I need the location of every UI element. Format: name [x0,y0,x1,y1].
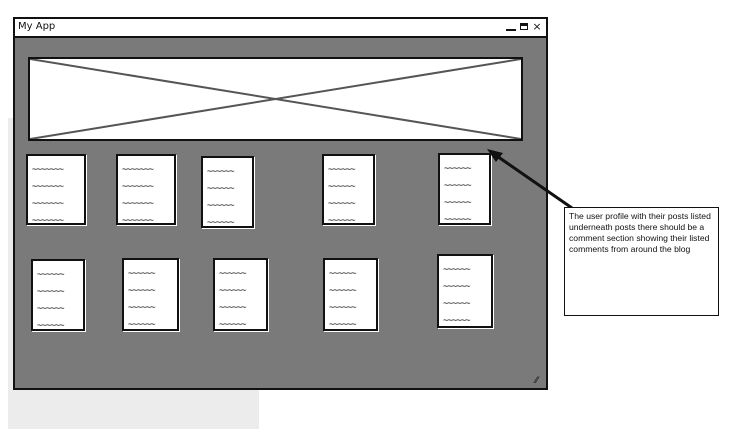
post-card[interactable]: ~~~~~~~ ~~~~~~~ ~~~~~~~ ~~~~~~~ [116,154,176,226]
text-line: ~~~~~~ [444,181,472,191]
text-line: ~~~~~~ [207,167,235,177]
post-card[interactable]: ~~~~~~~ ~~~~~~~ ~~~~~~~ ~~~~~~~ [26,154,86,226]
text-line: ~~~~~~~ [32,165,64,175]
title-bar: My App × [15,19,546,38]
close-icon[interactable]: × [532,20,542,33]
text-line: ~~~~~~ [328,199,356,209]
text-line: ~~~~~~~ [122,182,154,192]
post-card[interactable]: ~~~~~~ ~~~~~~ ~~~~~~ ~~~~~~ [322,154,375,226]
text-line: ~~~~~~ [219,303,247,313]
text-line: ~~~~~~ [329,269,357,279]
text-line: ~~~~~~ [328,165,356,175]
post-card[interactable]: ~~~~~~ ~~~~~~ ~~~~~~ ~~~~~~ [438,153,491,225]
text-line: ~~~~~~ [328,182,356,192]
text-line: ~~~~~~ [444,198,472,208]
profile-banner-image-placeholder [28,57,523,141]
text-line: ~~~~~~ [329,320,357,330]
text-line: ~~~~~~ [128,286,156,296]
text-line: ~~~~~~ [37,287,65,297]
text-line: ~~~~~~~ [122,216,154,226]
app-window: My App × ~~~~~~~ ~~~~~~~ ~~~~~~~ ~~~~~~~… [13,17,548,390]
text-line: ~~~~~~ [444,215,472,225]
text-line: ~~~~~~ [219,286,247,296]
text-line: ~~~~~~~ [32,199,64,209]
resize-grip-icon[interactable]: ⁄⁄ [535,376,539,386]
post-card[interactable]: ~~~~~~ ~~~~~~ ~~~~~~ ~~~~~~ [31,259,85,331]
image-placeholder-icon [30,59,521,139]
text-line: ~~~~~~ [443,299,471,309]
post-card[interactable]: ~~~~~~ ~~~~~~ ~~~~~~ ~~~~~~ [323,258,378,331]
text-line: ~~~~~~ [443,316,471,326]
post-card[interactable]: ~~~~~~ ~~~~~~ ~~~~~~ ~~~~~~ [122,258,179,331]
post-card[interactable]: ~~~~~~ ~~~~~~ ~~~~~~ ~~~~~~ [201,156,254,228]
text-line: ~~~~~~ [207,218,235,228]
text-line: ~~~~~~ [328,216,356,226]
text-line: ~~~~~~ [444,164,472,174]
annotation-text: The user profile with their posts listed… [569,211,711,254]
text-line: ~~~~~~ [443,265,471,275]
text-line: ~~~~~~ [37,304,65,314]
text-line: ~~~~~~ [207,184,235,194]
text-line: ~~~~~~ [37,321,65,331]
text-line: ~~~~~~ [128,320,156,330]
window-controls: × [506,20,542,34]
text-line: ~~~~~~ [128,303,156,313]
maximize-icon[interactable] [519,20,529,34]
text-line: ~~~~~~ [128,269,156,279]
text-line: ~~~~~~ [219,269,247,279]
post-card[interactable]: ~~~~~~ ~~~~~~ ~~~~~~ ~~~~~~ [213,258,268,331]
post-card[interactable]: ~~~~~~ ~~~~~~ ~~~~~~ ~~~~~~ [437,254,493,328]
text-line: ~~~~~~ [37,270,65,280]
text-line: ~~~~~~~ [122,199,154,209]
window-title: My App [18,21,56,32]
minimize-icon[interactable] [506,20,516,34]
text-line: ~~~~~~ [329,286,357,296]
text-line: ~~~~~~ [219,320,247,330]
text-line: ~~~~~~ [443,282,471,292]
text-line: ~~~~~~ [207,201,235,211]
annotation-callout: The user profile with their posts listed… [564,207,719,316]
text-line: ~~~~~~~ [122,165,154,175]
text-line: ~~~~~~~ [32,182,64,192]
text-line: ~~~~~~ [329,303,357,313]
text-line: ~~~~~~~ [32,216,64,226]
